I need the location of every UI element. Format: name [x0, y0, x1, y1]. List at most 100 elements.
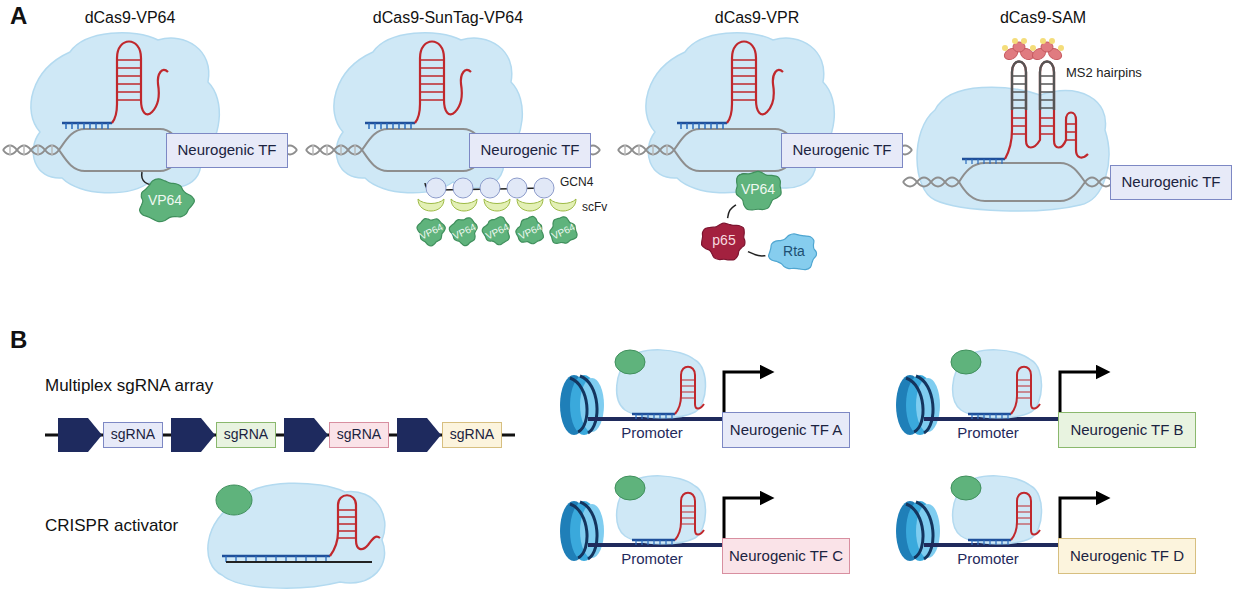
- activator-domain: VP64: [730, 166, 786, 214]
- construct-title: dCas9-SunTag-VP64: [373, 9, 523, 27]
- hairpin-rungs: [1012, 118, 1076, 140]
- construct-title: dCas9-VP64: [85, 9, 176, 27]
- dcas9-complex: [618, 33, 912, 193]
- activator-domain: Rta: [765, 230, 823, 274]
- guide-stem: [226, 561, 372, 563]
- sgrna-scaffold: [330, 495, 380, 556]
- scfv-antibody: [550, 199, 576, 211]
- domain-outline: [516, 216, 544, 243]
- construct-title: dCas9-SAM: [1000, 9, 1086, 27]
- dcas9-blob: [208, 483, 385, 588]
- gcn4-epitope: [453, 178, 473, 198]
- node-text: VP64: [148, 193, 182, 208]
- domain-outline: [702, 223, 745, 260]
- part-label: scFv: [582, 201, 607, 215]
- gcn4-epitope: [480, 178, 500, 198]
- gene-box: Neurogenic TF: [781, 133, 903, 168]
- node-text: Neurogenic TF D: [1070, 548, 1184, 565]
- promoter-arrow: [284, 418, 328, 452]
- node-text: sgRNA: [224, 427, 268, 442]
- gene-box: Neurogenic TF: [166, 133, 288, 168]
- panel-letter: B: [10, 326, 27, 354]
- node-text: Neurogenic TF: [178, 142, 277, 159]
- node-text: p65: [712, 233, 735, 248]
- promoter-arrow: [171, 418, 215, 452]
- dna-strand: [1085, 178, 1113, 187]
- node-text: Neurogenic TF C: [729, 548, 843, 565]
- promoter-arrow: [58, 418, 102, 452]
- node-text: Neurogenic TF B: [1070, 422, 1183, 439]
- node-text: Neurogenic TF: [793, 142, 892, 159]
- domain-outline: [769, 234, 817, 270]
- activator-domain: VP64: [513, 214, 547, 248]
- scfv-antibody: [484, 199, 510, 211]
- hairpin-rungs: [338, 510, 356, 538]
- ms2-hairpin: [1012, 62, 1026, 111]
- dna-strand: [959, 163, 1085, 182]
- gcn4-epitope: [534, 178, 554, 198]
- activator-domain: VP64: [546, 214, 580, 248]
- domain-outline: [550, 217, 577, 244]
- promoter-label: Promoter: [621, 424, 683, 441]
- ms2-hairpin: [1040, 62, 1054, 111]
- domain-outline: [140, 179, 195, 222]
- linker: [748, 252, 765, 256]
- activator-domain: VP64: [447, 214, 481, 248]
- dna-strand: [1085, 178, 1113, 187]
- gcn4-epitope: [426, 178, 446, 198]
- scfv-antibody: [451, 199, 477, 211]
- part-label: GCN4: [560, 176, 593, 190]
- node-text: Neurogenic TF A: [730, 422, 842, 439]
- section-title: CRISPR activator: [45, 516, 178, 536]
- construct-title: dCas9-VPR: [715, 9, 799, 27]
- scfv-antibody: [517, 199, 543, 211]
- node-text: Rta: [783, 244, 805, 259]
- gene-box: Neurogenic TF B: [1058, 412, 1196, 448]
- section-title: Multiplex sgRNA array: [45, 376, 213, 396]
- sgrna-box: sgRNA: [329, 422, 389, 448]
- node-text: VP64: [741, 182, 775, 197]
- sgrna-box: sgRNA: [103, 422, 163, 448]
- gene-box: Neurogenic TF D: [1058, 538, 1196, 574]
- linker: [728, 205, 736, 218]
- domain-outline: [449, 218, 477, 246]
- gene-box: Neurogenic TF C: [722, 538, 850, 574]
- promoter-label: Promoter: [621, 550, 683, 567]
- scfv-antibody: [418, 199, 444, 211]
- sgrna-box: sgRNA: [442, 422, 502, 448]
- base-pairs: [966, 159, 1002, 164]
- node-text: sgRNA: [450, 427, 494, 442]
- dna-strand: [959, 182, 1085, 201]
- gene-box: Neurogenic TF A: [722, 412, 850, 448]
- dcas9-complex: [306, 33, 600, 193]
- hairpin-rungs: [1012, 76, 1054, 108]
- activator-domain: VP64: [133, 176, 197, 226]
- effector-dots: [1002, 38, 1064, 51]
- promoter-label: Promoter: [957, 550, 1019, 567]
- dcas9-complex: [3, 33, 297, 193]
- node-text: Neurogenic TF: [1122, 174, 1221, 191]
- domain-outline: [736, 171, 781, 209]
- domain-outline: [417, 219, 445, 246]
- part-label: MS2 hairpins: [1066, 66, 1142, 81]
- promoter-arrow: [397, 418, 441, 452]
- node-text: sgRNA: [111, 427, 155, 442]
- node-text: sgRNA: [337, 427, 381, 442]
- activator-domain: VP64: [480, 214, 514, 248]
- activator-domain: [216, 485, 252, 515]
- promoter-label: Promoter: [957, 424, 1019, 441]
- gcn4-epitope: [507, 178, 527, 198]
- gene-box: Neurogenic TF: [1110, 165, 1232, 200]
- sgrna-box: sgRNA: [216, 422, 276, 448]
- dna-strand: [903, 178, 959, 187]
- dna-strand: [903, 178, 959, 187]
- node-text: Neurogenic TF: [481, 142, 580, 159]
- activator-domain: VP64: [414, 214, 448, 248]
- activator-domain: p65: [697, 218, 751, 264]
- panel-letter: A: [10, 2, 27, 30]
